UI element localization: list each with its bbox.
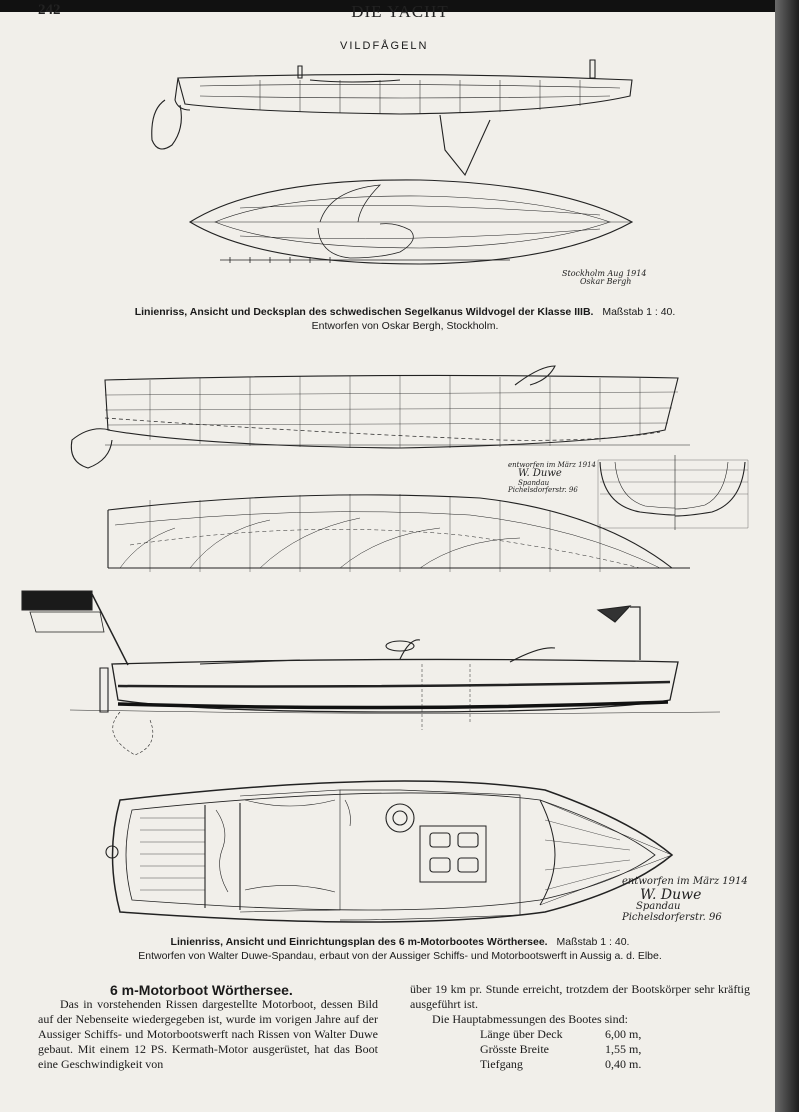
figure-title: VILDFÅGELN	[340, 40, 429, 52]
figure1-caption-title: Linienriss, Ansicht und Decksplan des sc…	[134, 306, 594, 318]
figure1-caption: Linienriss, Ansicht und Decksplan des sc…	[60, 302, 750, 332]
dimension-row: Tiefgang 0,40 m.	[480, 1057, 665, 1072]
book-spine	[775, 0, 799, 1112]
canoe-deck-plan-drawing	[188, 179, 634, 265]
figure1-caption-scale: Maßstab 1 : 40.	[602, 306, 676, 318]
dimension-label: Grösste Breite	[480, 1042, 549, 1056]
article-paragraph-2: über 19 km pr. Stunde erreicht, trotzdem…	[410, 982, 750, 1011]
figure2-caption: Linienriss, Ansicht und Einrichtungsplan…	[50, 932, 750, 962]
designer-signature-bergh: Stockholm Aug 1914 Oskar Bergh	[562, 269, 647, 287]
canoe-profile-drawing	[151, 59, 633, 177]
dimension-label: Länge über Deck	[480, 1027, 563, 1041]
page-number: 242	[38, 2, 61, 18]
figure2-caption-scale: Maßstab 1 : 40.	[556, 936, 630, 948]
dimensions-intro: Die Hauptabmessungen des Bootes sind:	[432, 1012, 628, 1026]
dimension-row: Grösste Breite 1,55 m,	[480, 1042, 665, 1057]
designer-signature-duwe-small: entworfen im März 1914 W. Duwe Spandau P…	[508, 461, 596, 495]
motorboat-side-view-drawing	[21, 590, 721, 756]
body-plan-drawing	[597, 455, 749, 530]
article-title: 6 m-Motorboot Wörthersee.	[110, 982, 293, 998]
motorboat-lines-profile-drawing	[70, 365, 690, 469]
dimension-value: 0,40 m.	[605, 1057, 642, 1071]
designer-signature-duwe-large: entworfen im März 1914 W. Duwe Spandau P…	[622, 876, 748, 923]
dimension-label: Tiefgang	[480, 1057, 523, 1071]
document-page	[0, 8, 775, 1112]
article-column-right: über 19 km pr. Stunde erreicht, trotzdem…	[410, 982, 750, 1027]
dimension-row: Länge über Deck 6,00 m,	[480, 1027, 665, 1042]
article-paragraph-1: Das in vorstehenden Rissen dargestellte …	[38, 997, 378, 1071]
motorboat-plan-view-drawing	[105, 780, 674, 923]
figure2-caption-credit: Entworfen von Walter Duwe-Spandau, erbau…	[138, 950, 662, 962]
dimension-value: 6,00 m,	[605, 1027, 642, 1041]
article-column-left: Das in vorstehenden Rissen dargestellte …	[38, 997, 378, 1072]
half-breadth-plan-drawing	[107, 494, 690, 572]
running-head: DIE YACHT	[351, 2, 449, 21]
page-top-edge	[0, 0, 775, 12]
dimensions-list: Länge über Deck 6,00 m, Grösste Breite 1…	[480, 1027, 665, 1072]
figure2-caption-title: Linienriss, Ansicht und Einrichtungsplan…	[170, 936, 548, 948]
dimension-value: 1,55 m,	[605, 1042, 642, 1056]
figure1-caption-credit: Entworfen von Oskar Bergh, Stockholm.	[311, 320, 499, 332]
